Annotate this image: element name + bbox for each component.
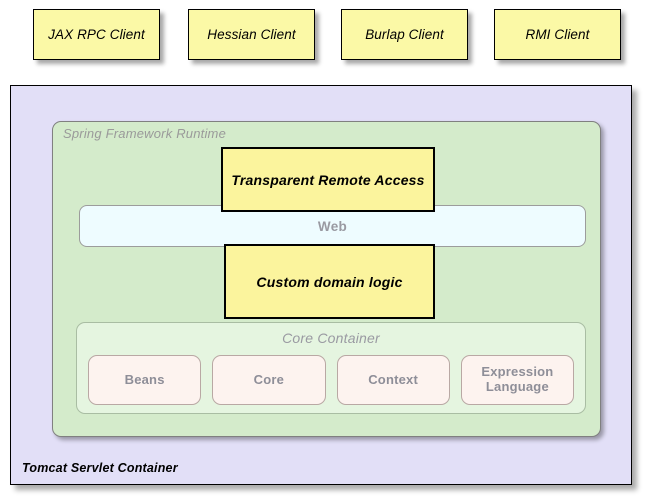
web-layer-label: Web bbox=[317, 218, 348, 234]
core-module-label: Context bbox=[368, 371, 419, 387]
transparent-remote-access-label: Transparent Remote Access bbox=[231, 171, 425, 188]
core-module-label: Core bbox=[253, 371, 285, 387]
core-container-modules: Beans Core Context Expression Language bbox=[88, 355, 574, 405]
client-box-label: Hessian Client bbox=[207, 27, 296, 42]
client-box-hessian[interactable]: Hessian Client bbox=[188, 9, 315, 60]
spring-framework-runtime-label: Spring Framework Runtime bbox=[63, 126, 227, 141]
core-module-label: Expression Language bbox=[481, 364, 554, 394]
transparent-remote-access-box[interactable]: Transparent Remote Access bbox=[221, 147, 435, 212]
core-module-label: Beans bbox=[124, 371, 165, 387]
core-module-expression-language[interactable]: Expression Language bbox=[460, 355, 574, 405]
core-module-core[interactable]: Core bbox=[212, 355, 326, 405]
core-container-label: Core Container bbox=[282, 330, 380, 346]
core-module-beans[interactable]: Beans bbox=[88, 355, 202, 405]
core-container: Core Container Beans Core Context Expres… bbox=[76, 322, 586, 414]
client-box-label: JAX RPC Client bbox=[48, 27, 145, 42]
custom-domain-logic-box[interactable]: Custom domain logic bbox=[224, 244, 435, 319]
client-box-burlap[interactable]: Burlap Client bbox=[341, 9, 468, 60]
client-box-label: Burlap Client bbox=[365, 27, 444, 42]
tomcat-servlet-container-label: Tomcat Servlet Container bbox=[22, 461, 178, 475]
client-box-label: RMI Client bbox=[525, 27, 590, 42]
custom-domain-logic-label: Custom domain logic bbox=[256, 273, 403, 290]
client-box-rmi[interactable]: RMI Client bbox=[494, 9, 621, 60]
core-module-context[interactable]: Context bbox=[336, 355, 450, 405]
client-box-jax-rpc[interactable]: JAX RPC Client bbox=[33, 9, 160, 60]
